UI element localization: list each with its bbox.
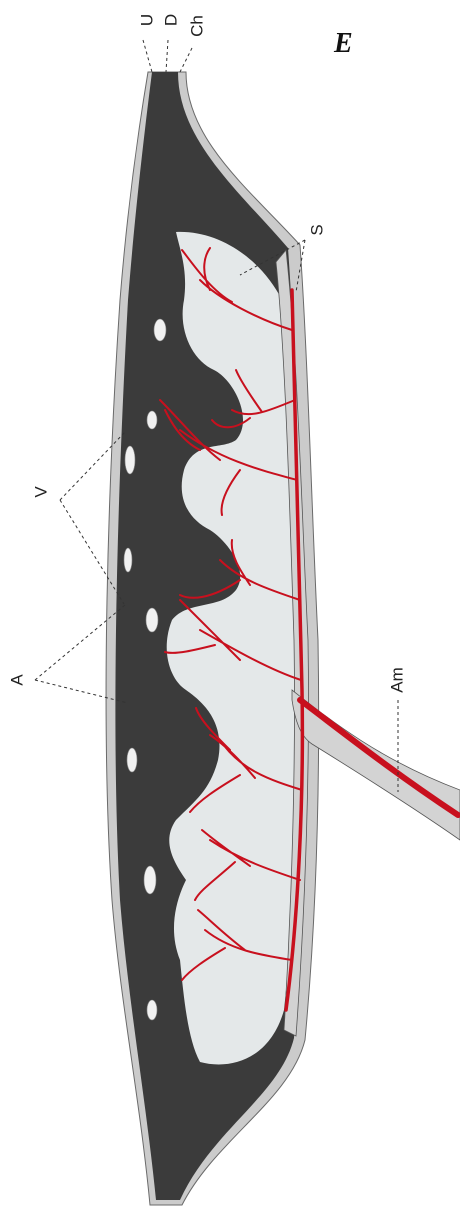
label-U: U	[137, 14, 156, 26]
svg-text:Ch: Ch	[187, 15, 206, 37]
label-Ch: Ch	[187, 15, 206, 37]
cord-vessel	[300, 700, 458, 815]
label-V: V	[31, 486, 50, 498]
label-S: S	[307, 224, 326, 235]
label-A: A	[7, 674, 26, 686]
label-D: D	[161, 14, 180, 26]
label-Am: Am	[387, 667, 406, 693]
panel-letter: E	[333, 28, 353, 59]
svg-text:S: S	[307, 224, 326, 235]
svg-text:D: D	[161, 14, 180, 26]
svg-text:V: V	[31, 486, 50, 498]
svg-text:U: U	[137, 14, 156, 26]
svg-text:A: A	[7, 674, 26, 686]
svg-text:Am: Am	[387, 667, 406, 693]
